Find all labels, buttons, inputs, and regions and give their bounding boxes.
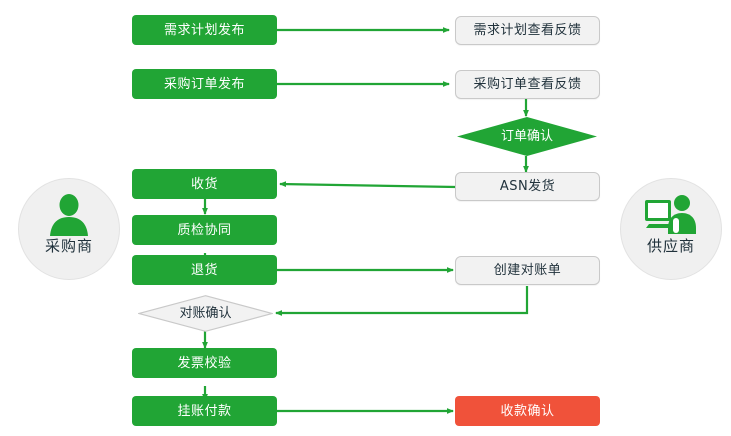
actor-supplier-label: 供应商 [646, 237, 695, 255]
person-icon [41, 193, 97, 237]
diamond-shape-green [457, 117, 597, 156]
diamond-shape-gray [138, 295, 273, 332]
node-create-statement[interactable]: 创建对账单 [455, 256, 600, 285]
actor-buyer-label: 采购商 [44, 237, 93, 255]
actor-buyer[interactable]: 采购商 [18, 178, 120, 280]
node-demand-plan-feedback[interactable]: 需求计划查看反馈 [455, 16, 600, 45]
node-invoice-verify[interactable]: 发票校验 [132, 348, 277, 378]
node-asn-ship[interactable]: ASN发货 [455, 172, 600, 201]
node-po-publish[interactable]: 采购订单发布 [132, 69, 277, 99]
edge-statement-to-confirm [275, 286, 529, 316]
node-statement-confirm[interactable]: 对账确认 [138, 295, 273, 332]
actor-supplier[interactable]: 供应商 [620, 178, 722, 280]
node-order-confirm-label: 订单确认 [500, 129, 553, 144]
edge-asn-to-receive [279, 181, 457, 189]
node-demand-plan-publish[interactable]: 需求计划发布 [132, 15, 277, 45]
node-order-confirm[interactable]: 订单确认 [457, 117, 597, 156]
node-receipt-confirm[interactable]: 收款确认 [455, 396, 600, 426]
node-payable-payment[interactable]: 挂账付款 [132, 396, 277, 426]
person-with-computer-icon [643, 193, 699, 237]
node-receive-goods[interactable]: 收货 [132, 169, 277, 199]
node-po-feedback[interactable]: 采购订单查看反馈 [455, 70, 600, 99]
node-statement-confirm-label: 对账确认 [179, 306, 232, 321]
node-return-goods[interactable]: 退货 [132, 255, 277, 285]
node-quality-collab[interactable]: 质检协同 [132, 215, 277, 245]
